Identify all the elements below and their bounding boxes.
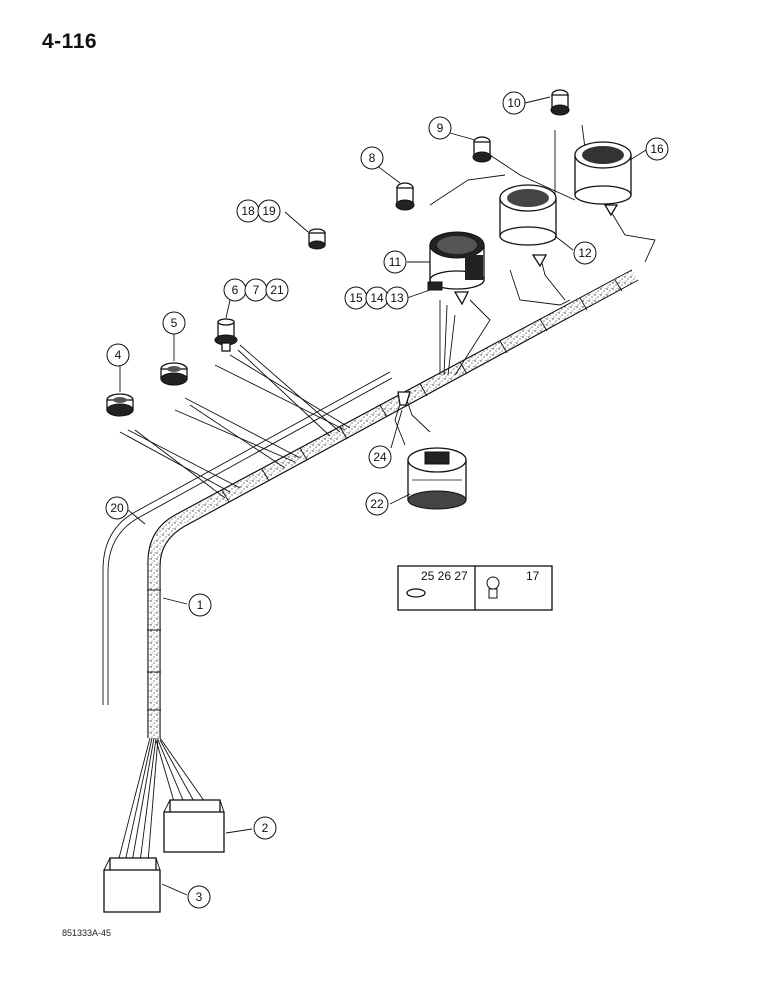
callout-2: 2 bbox=[253, 816, 277, 840]
svg-text:6: 6 bbox=[232, 283, 239, 297]
svg-text:11: 11 bbox=[389, 255, 402, 269]
svg-text:21: 21 bbox=[270, 283, 284, 297]
svg-text:9: 9 bbox=[437, 121, 444, 135]
indicator-lamp-8 bbox=[395, 182, 415, 211]
connector-2 bbox=[163, 799, 225, 853]
svg-text:14: 14 bbox=[370, 291, 384, 305]
svg-text:5: 5 bbox=[171, 316, 178, 330]
callout-16: 16 bbox=[645, 137, 669, 161]
callout-11: 11 bbox=[383, 250, 407, 274]
svg-text:7: 7 bbox=[253, 283, 260, 297]
kit-box-right-label: 17 bbox=[526, 569, 540, 583]
leader-lines bbox=[119, 96, 647, 896]
svg-text:8: 8 bbox=[369, 151, 376, 165]
indicator-lamp-10 bbox=[550, 89, 570, 116]
indicator-lamp-9 bbox=[472, 136, 492, 163]
hour-meter-22 bbox=[407, 447, 467, 510]
separate-wire bbox=[102, 371, 393, 705]
callout-8: 8 bbox=[360, 146, 384, 170]
connector-3 bbox=[103, 857, 161, 913]
main-harness bbox=[147, 269, 639, 738]
kit-box-left-label: 25 26 27 bbox=[421, 569, 468, 583]
callout-1: 1 bbox=[188, 593, 212, 617]
callout-3: 3 bbox=[187, 885, 211, 909]
svg-text:2: 2 bbox=[262, 821, 269, 835]
gauge-12 bbox=[499, 184, 557, 268]
callouts: 1 2 3 4 5 6 7 bbox=[105, 91, 669, 909]
callout-12: 12 bbox=[573, 241, 597, 265]
svg-text:13: 13 bbox=[390, 291, 404, 305]
grommet-icon bbox=[406, 588, 426, 598]
callout-15-14-13: 15 14 13 bbox=[344, 286, 409, 310]
callout-18-19: 18 19 bbox=[236, 199, 281, 223]
indicator-lamp-5 bbox=[160, 362, 188, 386]
indicator-lamp-4 bbox=[106, 393, 134, 417]
indicator-lamp-6-7-21 bbox=[214, 318, 238, 352]
callout-22: 22 bbox=[365, 492, 389, 516]
bulb-icon bbox=[486, 576, 500, 599]
svg-text:22: 22 bbox=[370, 497, 384, 511]
callout-9: 9 bbox=[428, 116, 452, 140]
svg-text:12: 12 bbox=[578, 246, 592, 260]
callout-24: 24 bbox=[368, 445, 392, 469]
gauge-11 bbox=[427, 231, 485, 306]
svg-text:10: 10 bbox=[507, 96, 521, 110]
callout-5: 5 bbox=[162, 311, 186, 335]
svg-text:4: 4 bbox=[115, 348, 122, 362]
svg-text:18: 18 bbox=[241, 204, 255, 218]
svg-text:19: 19 bbox=[262, 204, 276, 218]
callout-10: 10 bbox=[502, 91, 526, 115]
svg-text:20: 20 bbox=[110, 501, 124, 515]
figure-code: 851333A-45 bbox=[62, 928, 112, 938]
svg-text:15: 15 bbox=[349, 291, 363, 305]
harness-clip-24 bbox=[397, 391, 411, 406]
svg-text:24: 24 bbox=[373, 450, 387, 464]
svg-text:3: 3 bbox=[196, 890, 203, 904]
indicator-lamp-18-19 bbox=[308, 228, 326, 250]
svg-text:16: 16 bbox=[650, 142, 664, 156]
lamp-branch-wires bbox=[119, 124, 656, 499]
callout-4: 4 bbox=[106, 343, 130, 367]
kit-box: 25 26 27 17 bbox=[397, 565, 553, 611]
callout-20: 20 bbox=[105, 496, 129, 520]
connector-branch-wires bbox=[117, 737, 208, 863]
page-number: 4-116 bbox=[42, 30, 98, 53]
gauge-16 bbox=[574, 141, 632, 217]
svg-text:1: 1 bbox=[197, 598, 204, 612]
callout-6-7-21: 6 7 21 bbox=[223, 278, 289, 302]
